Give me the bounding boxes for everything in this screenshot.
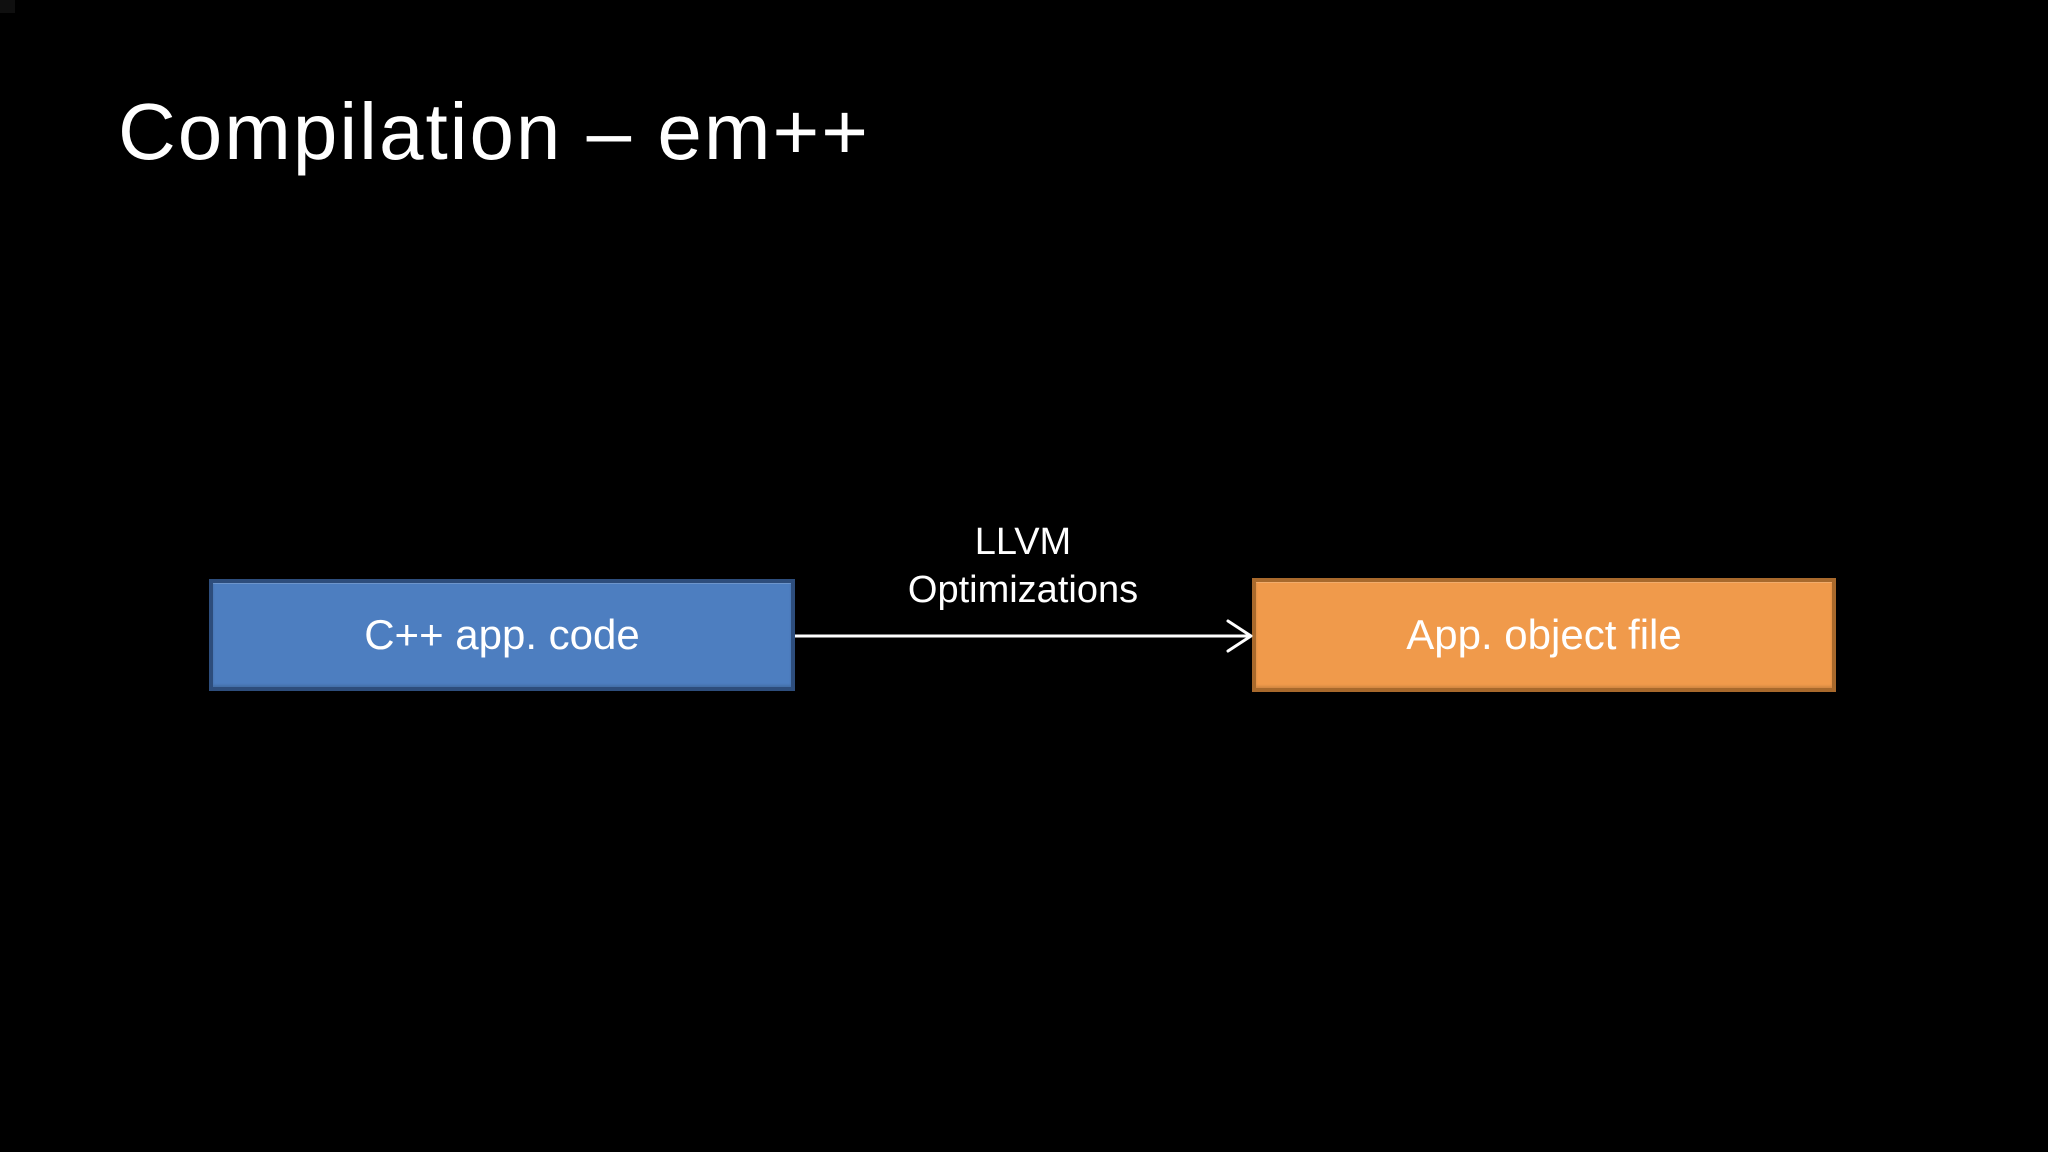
- corner-artifact: [0, 0, 15, 13]
- diagram-node-label: App. object file: [1406, 611, 1682, 658]
- diagram-node-label: C++ app. code: [364, 611, 640, 658]
- arrow-label-line2: Optimizations: [907, 569, 1139, 611]
- arrow-head: [1226, 619, 1253, 653]
- arrow-label-line1: LLVM: [974, 521, 1072, 563]
- diagram-node-app-object-file: App. object file: [1252, 578, 1836, 692]
- diagram-node-cpp-app-code: C++ app. code: [209, 579, 795, 691]
- slide-title: Compilation – em++: [118, 87, 870, 176]
- arrow-label: LLVM Optimizations: [823, 518, 1223, 614]
